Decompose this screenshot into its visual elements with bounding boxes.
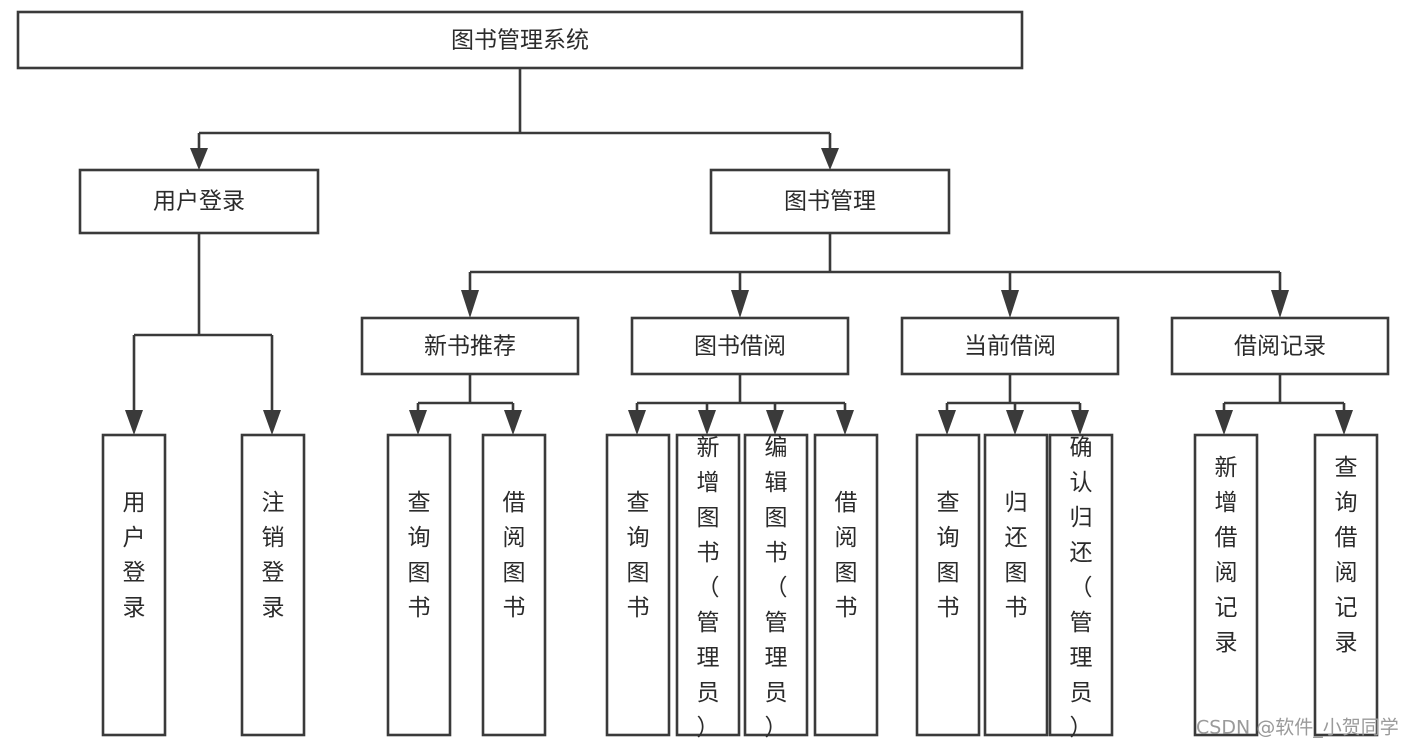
node-borrow-record-box[interactable] [1170, 316, 1390, 376]
watermark-label: CSDN @软件_小贺同学 [1196, 717, 1399, 739]
leaf-current-borrow-0-box[interactable] [915, 433, 981, 737]
arrow-icon-book-borrow-leaf-0 [628, 410, 646, 435]
node-current-borrow-label: 当前借阅 [964, 334, 1056, 360]
leaf-current-borrow-0[interactable]: 查询图书 [915, 433, 981, 737]
arrow-icon-book-borrow-leaf-2 [766, 410, 784, 435]
arrow-icon-user-login-leaf-1 [263, 410, 281, 435]
node-borrow-record[interactable]: 借阅记录 [1170, 316, 1390, 376]
leaf-current-borrow-2[interactable]: 确认归还（管理员） [1048, 433, 1114, 741]
leaf-book-borrow-2[interactable]: 编辑图书（管理员） [743, 433, 809, 741]
arrow-icon-current-borrow-leaf-0 [938, 410, 956, 435]
node-new-book-recommend-box[interactable] [360, 316, 580, 376]
leaf-current-borrow-2-box[interactable] [1048, 433, 1114, 737]
leaf-borrow-record-0-label: 新增借阅记录 [1215, 455, 1238, 656]
connector-layer [125, 68, 1353, 435]
arrow-icon-user-login-leaf-0 [125, 410, 143, 435]
leaf-current-borrow-2-label: 确认归还（管理员） [1070, 435, 1093, 741]
arrow-icon-bm-current-borrow [1001, 290, 1019, 318]
arrow-icon-bm-new-book [461, 290, 479, 318]
leaf-new-book-0[interactable]: 查询图书 [386, 433, 452, 737]
leaf-book-borrow-1-box[interactable] [675, 433, 741, 737]
leaf-new-book-0-label: 查询图书 [408, 490, 431, 621]
leaf-book-borrow-3-label: 借阅图书 [835, 490, 858, 621]
node-user-login-box[interactable] [78, 168, 320, 235]
node-root-box[interactable] [16, 10, 1024, 70]
arrow-icon-root-book-manage [821, 148, 839, 170]
node-book-manage-label: 图书管理 [784, 189, 876, 215]
node-book-borrow-box[interactable] [630, 316, 850, 376]
leaf-borrow-record-0[interactable]: 新增借阅记录 [1193, 433, 1259, 737]
leaf-book-borrow-0-box[interactable] [605, 433, 671, 737]
arrow-icon-new-book-leaf-1 [504, 410, 522, 435]
leaf-book-borrow-2-box[interactable] [743, 433, 809, 737]
node-borrow-record-label: 借阅记录 [1234, 334, 1326, 360]
leaf-book-borrow-1-label: 新增图书（管理员） [697, 435, 720, 741]
node-current-borrow-box[interactable] [900, 316, 1120, 376]
leaf-current-borrow-1-label: 归还图书 [1005, 490, 1028, 621]
leaf-new-book-1[interactable]: 借阅图书 [481, 433, 547, 737]
arrow-icon-book-borrow-leaf-1 [698, 410, 716, 435]
arrow-icon-borrow-record-leaf-1 [1335, 410, 1353, 435]
arrow-icon-bm-borrow-record [1271, 290, 1289, 318]
arrow-icon-root-user-login [190, 148, 208, 170]
leaf-book-borrow-2-label: 编辑图书（管理员） [765, 435, 788, 741]
node-user-login-label: 用户登录 [153, 189, 245, 215]
arrow-icon-current-borrow-leaf-2 [1071, 410, 1089, 435]
node-new-book-recommend[interactable]: 新书推荐 [360, 316, 580, 376]
leaf-book-borrow-3[interactable]: 借阅图书 [813, 433, 879, 737]
leaf-user-login-1-label: 注销登录 [262, 490, 285, 621]
leaf-book-borrow-0-label: 查询图书 [627, 490, 650, 621]
arrow-icon-current-borrow-leaf-1 [1006, 410, 1024, 435]
node-book-borrow[interactable]: 图书借阅 [630, 316, 850, 376]
leaf-user-login-1-box[interactable] [240, 433, 306, 737]
arrow-icon-bm-book-borrow [731, 290, 749, 318]
leaf-current-borrow-1[interactable]: 归还图书 [983, 433, 1049, 737]
node-book-manage[interactable]: 图书管理 [709, 168, 951, 235]
node-current-borrow[interactable]: 当前借阅 [900, 316, 1120, 376]
leaf-book-borrow-3-box[interactable] [813, 433, 879, 737]
leaf-book-borrow-1[interactable]: 新增图书（管理员） [675, 433, 741, 741]
leaf-book-borrow-0[interactable]: 查询图书 [605, 433, 671, 737]
node-book-borrow-label: 图书借阅 [694, 334, 786, 360]
arrow-icon-borrow-record-leaf-0 [1215, 410, 1233, 435]
leaf-borrow-record-1[interactable]: 查询借阅记录 [1313, 433, 1379, 737]
leaf-user-login-0-box[interactable] [101, 433, 167, 737]
leaf-new-book-1-box[interactable] [481, 433, 547, 737]
node-new-book-recommend-label: 新书推荐 [424, 334, 516, 360]
node-root[interactable]: 图书管理系统 [16, 10, 1024, 70]
leaf-new-book-0-box[interactable] [386, 433, 452, 737]
leaf-user-login-0[interactable]: 用户登录 [101, 433, 167, 737]
node-book-manage-box[interactable] [709, 168, 951, 235]
node-root-label: 图书管理系统 [451, 28, 589, 54]
leaf-new-book-1-label: 借阅图书 [503, 490, 526, 621]
leaf-user-login-1[interactable]: 注销登录 [240, 433, 306, 737]
leaf-current-borrow-0-label: 查询图书 [937, 490, 960, 621]
leaf-current-borrow-1-box[interactable] [983, 433, 1049, 737]
node-user-login[interactable]: 用户登录 [78, 168, 320, 235]
leaf-borrow-record-1-label: 查询借阅记录 [1335, 455, 1358, 656]
arrow-icon-book-borrow-leaf-3 [836, 410, 854, 435]
arrow-icon-new-book-leaf-0 [409, 410, 427, 435]
leaf-borrow-record-1-box[interactable] [1313, 433, 1379, 737]
leaf-borrow-record-0-box[interactable] [1193, 433, 1259, 737]
leaf-user-login-0-label: 用户登录 [123, 490, 146, 621]
